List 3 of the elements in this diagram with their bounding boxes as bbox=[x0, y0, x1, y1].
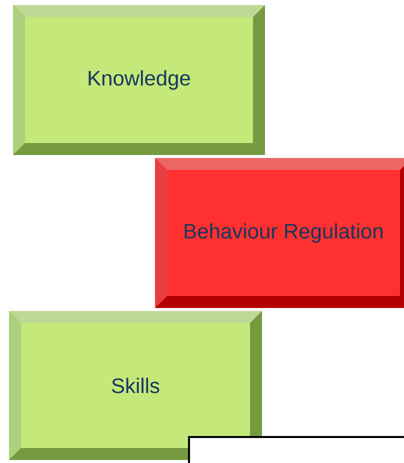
bevel-box: Skills bbox=[9, 311, 262, 460]
bevel-box: Knowledge bbox=[13, 5, 265, 155]
bevel-box: Behaviour Regulation bbox=[155, 158, 404, 308]
